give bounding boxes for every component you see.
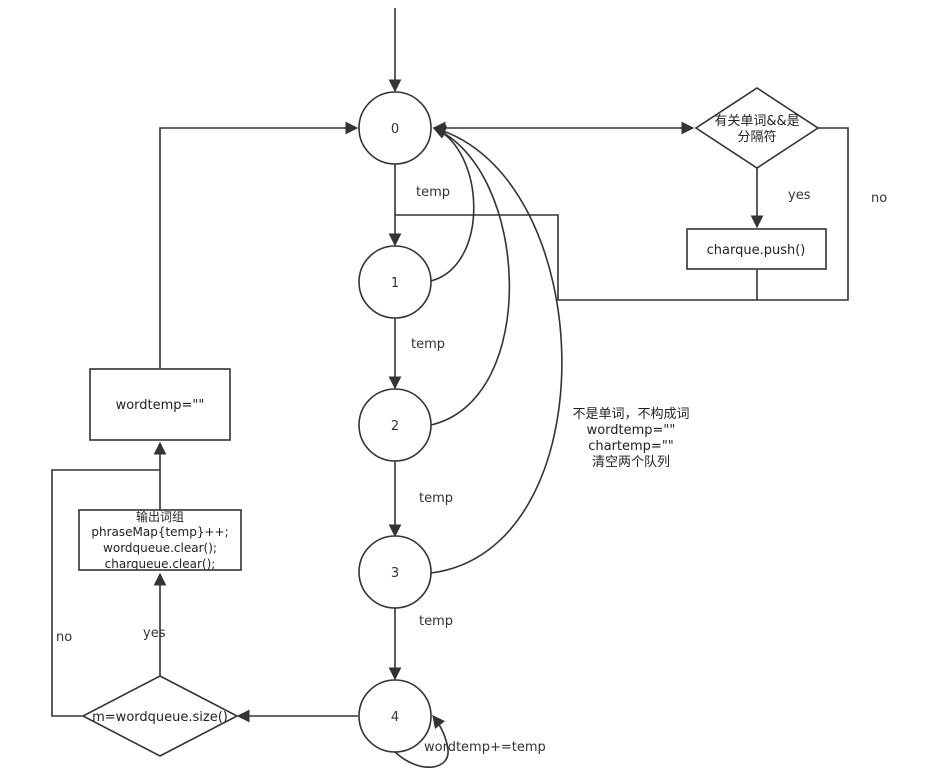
edge-decision-bottom-no (51, 469, 160, 717)
state-1-label: 1 (391, 276, 399, 291)
edge-label-0-1: temp (416, 185, 450, 200)
edge-label-1-2: temp (411, 337, 445, 352)
annotation-line2: wordtemp="" (587, 423, 676, 438)
output-line4: charqueue.clear(); (105, 557, 216, 571)
loop-label-4: wordtemp+=temp (424, 740, 546, 755)
state-2-label: 2 (391, 419, 399, 434)
edge-decision-no (757, 127, 849, 301)
charque-push-label: charque.push() (707, 243, 806, 258)
loop-4 (394, 714, 449, 768)
annotation-line3: chartemp="" (588, 439, 674, 454)
edge-2-0 (430, 126, 511, 426)
output-line3: wordqueue.clear(); (103, 541, 217, 555)
no-label-right: no (871, 191, 887, 206)
edge-wordtemp-0 (159, 121, 359, 368)
state-0-label: 0 (391, 122, 399, 137)
wordtemp-reset-label: wordtemp="" (116, 398, 205, 413)
decision-top-line1: 有关单词&&是 (714, 114, 799, 129)
decision-separator: 有关单词&&是 分隔符 (694, 87, 820, 169)
state-2: 2 (358, 388, 432, 462)
reset-annotation: 不是单词，不构成词 wordtemp="" chartemp="" 清空两个队列 (572, 407, 689, 470)
annotation-line1: 不是单词，不构成词 (572, 407, 689, 422)
charque-push-box: charque.push() (686, 228, 827, 270)
edge-3-0 (430, 125, 563, 574)
wordtemp-reset-box: wordtemp="" (89, 368, 231, 441)
state-4: 4 (358, 679, 432, 753)
yes-label-right: yes (788, 188, 811, 203)
decision-top-line2: 分隔符 (737, 129, 776, 145)
decision-wordqueue-size: m=wordqueue.size() (81, 675, 239, 757)
decision-bottom-label: m=wordqueue.size() (92, 710, 228, 725)
state-3: 3 (358, 535, 432, 609)
annotation-line4: 清空两个队列 (592, 455, 670, 470)
state-1: 1 (358, 245, 432, 319)
no-label-left: no (56, 630, 72, 645)
yes-label-left: yes (143, 626, 166, 641)
edge-label-2-3: temp (419, 491, 453, 506)
state-3-label: 3 (391, 566, 399, 581)
output-line1: 输出词组 (136, 509, 184, 524)
output-phrase-box: 输出词组 phraseMap{temp}++; wordqueue.clear(… (78, 509, 242, 571)
edge-label-3-4: temp (419, 614, 453, 629)
state-0: 0 (358, 91, 432, 165)
state-4-label: 4 (391, 710, 399, 725)
output-line2: phraseMap{temp}++; (91, 525, 228, 539)
edge-1-0 (430, 126, 475, 282)
edge-merge-back (395, 214, 757, 301)
